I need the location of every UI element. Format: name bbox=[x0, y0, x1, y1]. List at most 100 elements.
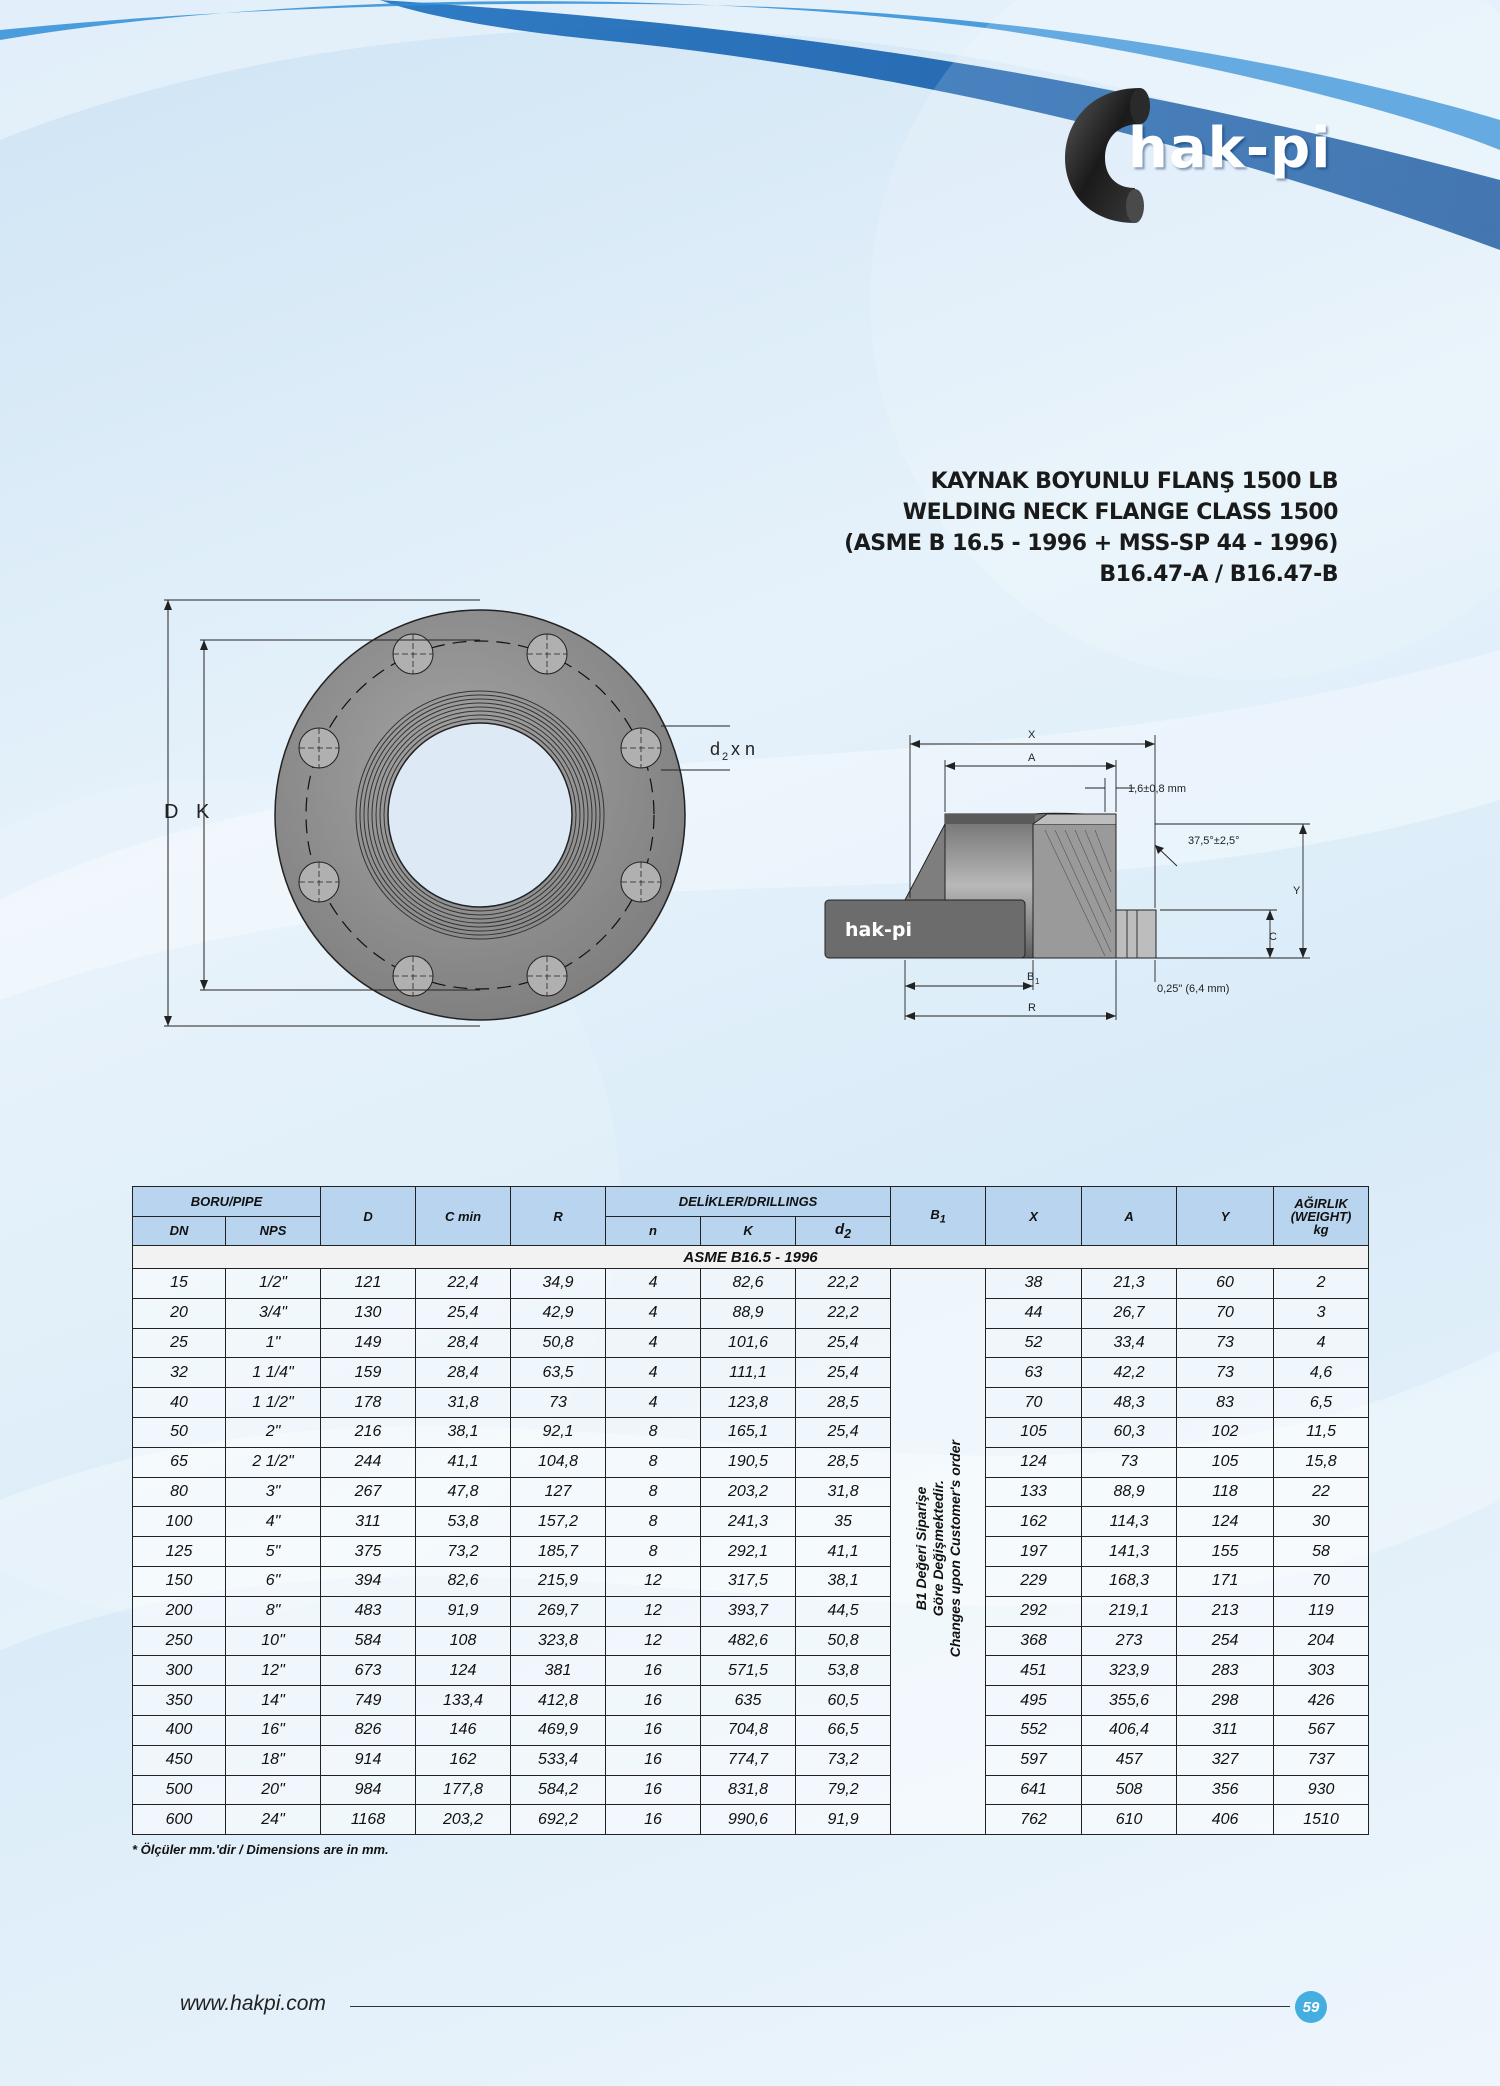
cell-k: 111,1 bbox=[700, 1357, 797, 1389]
cell-cmin: 53,8 bbox=[415, 1506, 512, 1538]
cell-x: 552 bbox=[985, 1714, 1083, 1746]
header-k: K bbox=[700, 1215, 797, 1246]
cell-cmin: 28,4 bbox=[415, 1327, 512, 1359]
cell-r: 127 bbox=[510, 1476, 607, 1508]
cell-d2: 53,8 bbox=[795, 1655, 892, 1687]
cell-d: 159 bbox=[320, 1357, 417, 1389]
cell-weight: 303 bbox=[1273, 1655, 1370, 1687]
cell-x: 124 bbox=[985, 1446, 1083, 1478]
cell-dn: 40 bbox=[132, 1387, 226, 1418]
cell-dn: 150 bbox=[132, 1565, 226, 1597]
side-logo-text: hak-pi bbox=[845, 919, 912, 941]
cell-a: 42,2 bbox=[1081, 1357, 1178, 1389]
cell-x: 133 bbox=[985, 1476, 1083, 1508]
header-d: D bbox=[320, 1186, 417, 1246]
cell-dn: 450 bbox=[132, 1744, 226, 1776]
cell-nps: 4" bbox=[224, 1506, 322, 1538]
cell-y: 298 bbox=[1176, 1685, 1275, 1716]
cell-nps: 16" bbox=[224, 1714, 322, 1746]
header-nps: NPS bbox=[224, 1215, 322, 1246]
cell-dn: 20 bbox=[132, 1297, 226, 1329]
cell-x: 495 bbox=[985, 1685, 1083, 1716]
cell-r: 42,9 bbox=[510, 1297, 607, 1329]
cell-n: 8 bbox=[605, 1506, 702, 1538]
cell-cmin: 82,6 bbox=[415, 1565, 512, 1597]
cell-k: 101,6 bbox=[700, 1327, 797, 1359]
cell-d: 826 bbox=[320, 1714, 417, 1746]
cell-x: 597 bbox=[985, 1744, 1083, 1776]
cell-weight: 58 bbox=[1273, 1536, 1370, 1567]
dim-y-label: Y bbox=[1293, 885, 1301, 897]
cell-cmin: 162 bbox=[415, 1744, 512, 1776]
cell-n: 12 bbox=[605, 1625, 702, 1657]
cell-d2: 44,5 bbox=[795, 1595, 892, 1627]
cell-n: 4 bbox=[605, 1387, 702, 1418]
header-pipe: BORU/PIPE bbox=[131, 1186, 322, 1217]
footnote: * Ölçüler mm.'dir / Dimensions are in mm… bbox=[132, 1842, 389, 1857]
cell-a: 168,3 bbox=[1081, 1565, 1178, 1597]
flange-front-view: D K d 2 bbox=[164, 599, 730, 1027]
cell-nps: 10" bbox=[224, 1625, 322, 1657]
cell-weight: 11,5 bbox=[1273, 1416, 1370, 1448]
header-drillings: DELİKLER/DRILLINGS bbox=[605, 1186, 892, 1217]
cell-x: 641 bbox=[985, 1774, 1083, 1806]
cell-x: 229 bbox=[985, 1565, 1083, 1597]
cell-a: 323,9 bbox=[1081, 1655, 1178, 1687]
cell-y: 283 bbox=[1176, 1655, 1275, 1687]
cell-k: 82,6 bbox=[700, 1268, 797, 1299]
dim-d2-label: d bbox=[710, 739, 720, 759]
cell-r: 269,7 bbox=[510, 1595, 607, 1627]
document-title: KAYNAK BOYUNLU FLANŞ 1500 LB WELDING NEC… bbox=[844, 466, 1338, 590]
cell-k: 831,8 bbox=[700, 1774, 797, 1806]
cell-d: 749 bbox=[320, 1685, 417, 1716]
cell-x: 52 bbox=[985, 1327, 1083, 1359]
cell-r: 584,2 bbox=[510, 1774, 607, 1806]
website-link[interactable]: www.hakpi.com bbox=[180, 1992, 326, 2015]
cell-r: 215,9 bbox=[510, 1565, 607, 1597]
cell-a: 48,3 bbox=[1081, 1387, 1178, 1418]
cell-n: 4 bbox=[605, 1327, 702, 1359]
cell-d: 311 bbox=[320, 1506, 417, 1538]
cell-nps: 14" bbox=[224, 1685, 322, 1716]
cell-y: 73 bbox=[1176, 1327, 1275, 1359]
cell-x: 368 bbox=[985, 1625, 1083, 1657]
cell-cmin: 108 bbox=[415, 1625, 512, 1657]
cell-d2: 28,5 bbox=[795, 1387, 892, 1418]
cell-n: 16 bbox=[605, 1655, 702, 1687]
cell-dn: 25 bbox=[132, 1327, 226, 1359]
cell-weight: 3 bbox=[1273, 1297, 1370, 1329]
dim-angle-label: 37,5°±2,5° bbox=[1188, 835, 1240, 847]
cell-d2: 28,5 bbox=[795, 1446, 892, 1478]
cell-a: 219,1 bbox=[1081, 1595, 1178, 1627]
cell-a: 457 bbox=[1081, 1744, 1178, 1776]
cell-y: 70 bbox=[1176, 1297, 1275, 1329]
cell-weight: 4 bbox=[1273, 1327, 1370, 1359]
cell-r: 157,2 bbox=[510, 1506, 607, 1538]
header-d2: d2 bbox=[795, 1215, 892, 1246]
cell-nps: 5" bbox=[224, 1536, 322, 1567]
cell-nps: 3" bbox=[224, 1476, 322, 1508]
logo-text: hak-pi bbox=[1128, 116, 1332, 181]
cell-d: 673 bbox=[320, 1655, 417, 1687]
cell-dn: 80 bbox=[132, 1476, 226, 1508]
dim-c-label: C bbox=[1269, 931, 1277, 943]
cell-x: 762 bbox=[985, 1804, 1083, 1836]
cell-d2: 73,2 bbox=[795, 1744, 892, 1776]
cell-weight: 6,5 bbox=[1273, 1387, 1370, 1418]
dim-lip-label: 0,25" (6,4 mm) bbox=[1157, 983, 1229, 995]
cell-n: 16 bbox=[605, 1774, 702, 1806]
cell-d: 121 bbox=[320, 1268, 417, 1299]
cell-k: 292,1 bbox=[700, 1536, 797, 1567]
header-dn: DN bbox=[132, 1215, 226, 1246]
